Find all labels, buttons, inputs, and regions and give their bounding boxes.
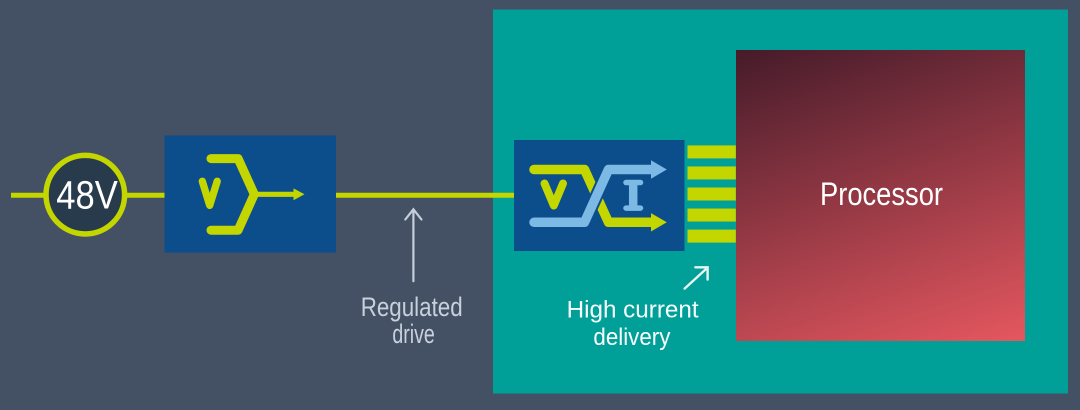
svg-text:48V: 48V xyxy=(56,174,118,218)
svg-text:Processor: Processor xyxy=(820,176,943,212)
svg-text:delivery: delivery xyxy=(593,324,671,351)
svg-text:High current: High current xyxy=(567,297,699,324)
svg-text:Regulated: Regulated xyxy=(361,292,463,322)
svg-text:drive: drive xyxy=(392,319,435,349)
